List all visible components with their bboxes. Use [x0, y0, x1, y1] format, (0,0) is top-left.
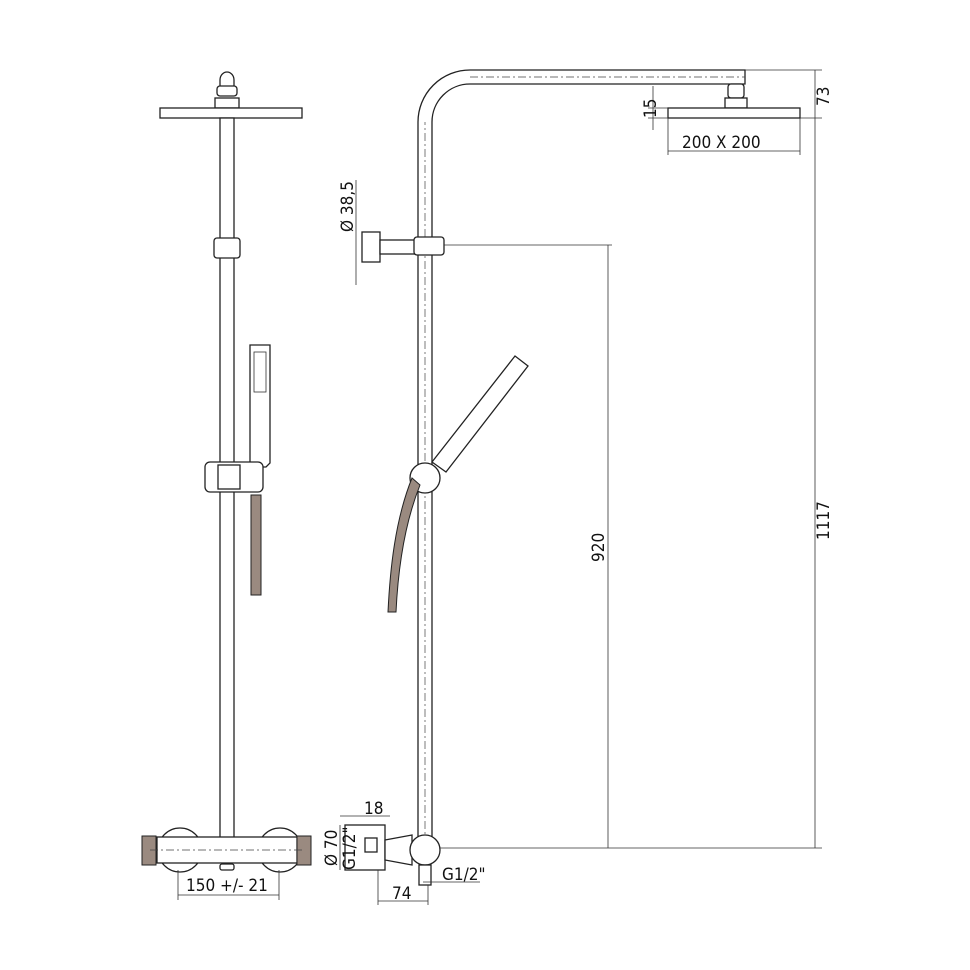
connector-diameter-label: Ø 70 [322, 830, 342, 866]
side-view: 200 X 200 73 15 920 1117 Ø 38,5 18 Ø 70 … [322, 69, 834, 905]
wall-bracket-plate [361, 231, 381, 263]
outlet-pipe [418, 864, 432, 886]
hand-shower [249, 344, 271, 468]
hand-shower [431, 355, 529, 473]
connector-depth-label: 18 [364, 799, 383, 819]
outlet-thread-label: G1/2" [442, 865, 486, 885]
connector-thread-label: G1/2" [340, 827, 360, 871]
head-nut [216, 85, 238, 97]
head-offset-label: 73 [814, 87, 834, 106]
head-connector [214, 97, 240, 109]
diverter-elbow [409, 834, 441, 866]
rail-bracket [213, 237, 241, 259]
holder-slider [217, 464, 241, 490]
wall-distance-label: 74 [392, 884, 411, 904]
shower-column-arm [417, 69, 746, 846]
wall-bracket-arm [379, 239, 417, 255]
inlet-spacing-label: 150 +/- 21 [186, 876, 268, 896]
mixer-outlet [219, 863, 235, 871]
shower-hose [250, 494, 262, 596]
bracket-height-label: 920 [589, 533, 609, 562]
spray-face [253, 351, 267, 393]
overhead-shower-plate [159, 107, 303, 119]
head-connector [724, 97, 748, 109]
overhead-shower-plate [667, 107, 801, 119]
head-size-label: 200 X 200 [682, 133, 761, 153]
shower-hose [387, 477, 421, 613]
knob-left [141, 835, 157, 866]
head-nut [727, 83, 745, 99]
rail-diameter-label: Ø 38,5 [338, 181, 358, 232]
rail-clamp [413, 236, 445, 256]
connector-thread [364, 837, 378, 853]
front-view: 150 +/- 21 [141, 71, 312, 900]
head-thickness-label: 15 [641, 99, 661, 118]
total-height-label: 1117 [814, 501, 834, 540]
knob-right [296, 835, 312, 866]
mixer-arm [384, 834, 413, 866]
